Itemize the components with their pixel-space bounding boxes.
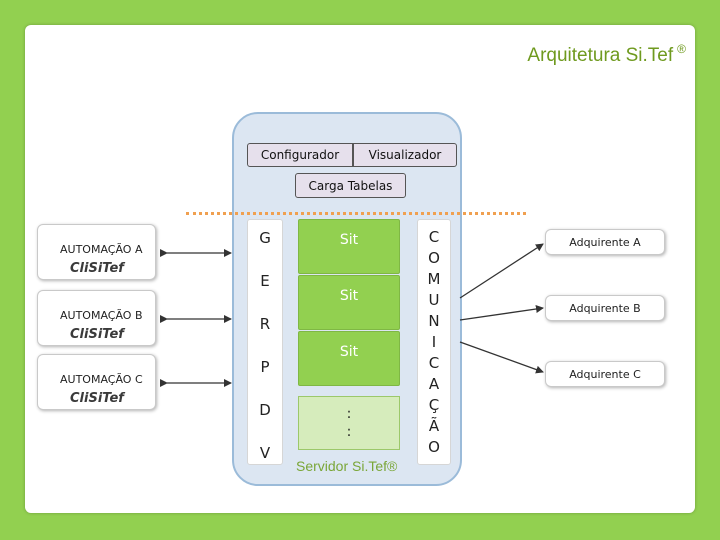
- gerpdv-letter: G: [259, 229, 271, 247]
- adquirente-c-box: Adquirente C: [545, 361, 665, 387]
- comunicacao-letter: C: [428, 228, 440, 246]
- slide-title: Arquitetura Si.Tef®: [527, 42, 686, 67]
- gerpdv-letter: P: [260, 358, 270, 376]
- automacao-label: AUTOMAÇÃO C: [60, 373, 143, 386]
- comunicacao-letter: I: [431, 333, 437, 351]
- sit-module: Sit: [298, 219, 400, 274]
- comunicacao-letter: A: [428, 375, 440, 393]
- comunicacao-column: C O M U N I C A Ç Ã O: [417, 219, 451, 465]
- title-text: Arquitetura Si.Tef: [527, 45, 674, 66]
- ellipsis-dot: :: [346, 406, 352, 422]
- automacao-b-box: AUTOMAÇÃO B CliSiTef: [37, 290, 156, 346]
- adquirente-a-connector: [459, 243, 544, 299]
- comunicacao-letter: Ã: [428, 417, 440, 435]
- automacao-label: AUTOMAÇÃO B: [60, 309, 143, 322]
- sit-module: Sit: [298, 331, 400, 386]
- sit-module: Sit: [298, 275, 400, 330]
- comunicacao-letter: C: [428, 354, 440, 372]
- automacao-c-box: AUTOMAÇÃO C CliSiTef: [37, 354, 156, 410]
- clisitef-logo: CliSiTef: [70, 261, 124, 276]
- visualizador-box: Visualizador: [353, 143, 457, 167]
- registered-mark: ®: [677, 42, 686, 56]
- adquirente-b-connector: [459, 305, 544, 321]
- sit-module-more: : :: [298, 396, 400, 450]
- clisitef-logo: CliSiTef: [70, 391, 124, 406]
- comunicacao-letter: O: [428, 438, 440, 456]
- gerpdv-letter: E: [260, 272, 270, 290]
- automacao-label: AUTOMAÇÃO A: [60, 243, 143, 256]
- adquirente-c-connector: [459, 341, 544, 374]
- ellipsis-dot: :: [346, 424, 352, 440]
- adquirente-b-box: Adquirente B: [545, 295, 665, 321]
- gerpdv-letter: D: [259, 401, 271, 419]
- automacao-a-box: AUTOMAÇÃO A CliSiTef: [37, 224, 156, 280]
- gerpdv-letter: V: [259, 444, 271, 462]
- comunicacao-letter: O: [428, 249, 440, 267]
- carga-tabelas-box: Carga Tabelas: [295, 173, 406, 198]
- comunicacao-letter: N: [428, 312, 440, 330]
- configurador-box: Configurador: [247, 143, 353, 167]
- gerpdv-column: G E R P D V: [247, 219, 283, 465]
- separator-line: [186, 212, 526, 215]
- adquirente-a-box: Adquirente A: [545, 229, 665, 255]
- comunicacao-letter: Ç: [428, 396, 440, 414]
- gerpdv-letter: R: [259, 315, 271, 333]
- comunicacao-letter: U: [428, 291, 440, 309]
- server-label: Servidor Si.Tef®: [296, 458, 398, 474]
- comunicacao-letter: M: [427, 270, 441, 288]
- clisitef-logo: CliSiTef: [70, 327, 124, 342]
